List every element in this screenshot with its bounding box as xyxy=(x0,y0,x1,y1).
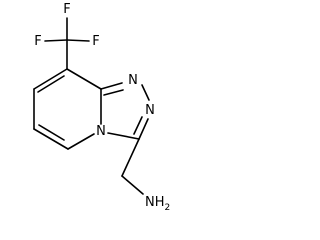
bond-ch2-nh2 xyxy=(121,175,144,195)
atom-f-top: F xyxy=(63,2,70,17)
bond-n2-c3-double xyxy=(133,116,149,140)
bond-c3-n4 xyxy=(107,132,140,140)
atom-f-right: F xyxy=(92,34,99,49)
bond-c8-c7-double xyxy=(33,68,68,93)
bond-c3-ch2 xyxy=(121,138,140,177)
bond-c8a-n1-double xyxy=(100,82,124,96)
bond-cf-right xyxy=(66,39,90,42)
atom-n-triazole-lower: N xyxy=(145,103,155,118)
bond-c8a-c8 xyxy=(66,68,102,90)
bond-n1-n2 xyxy=(141,84,150,101)
bond-cf-left xyxy=(44,39,68,42)
bond-c5-n4 xyxy=(67,133,95,150)
atom-n-triazole-upper: N xyxy=(128,73,138,88)
atom-amine: NH2 xyxy=(145,195,170,213)
chemical-structure-diagram: F F F N N N NH2 xyxy=(33,2,170,213)
bond-c6-c5-double xyxy=(33,124,69,150)
atom-f-left: F xyxy=(34,34,41,49)
amine-h-subscript: 2 xyxy=(165,203,171,213)
atom-n-bridgehead: N xyxy=(96,124,106,139)
amine-nh-label: NH xyxy=(145,195,165,210)
